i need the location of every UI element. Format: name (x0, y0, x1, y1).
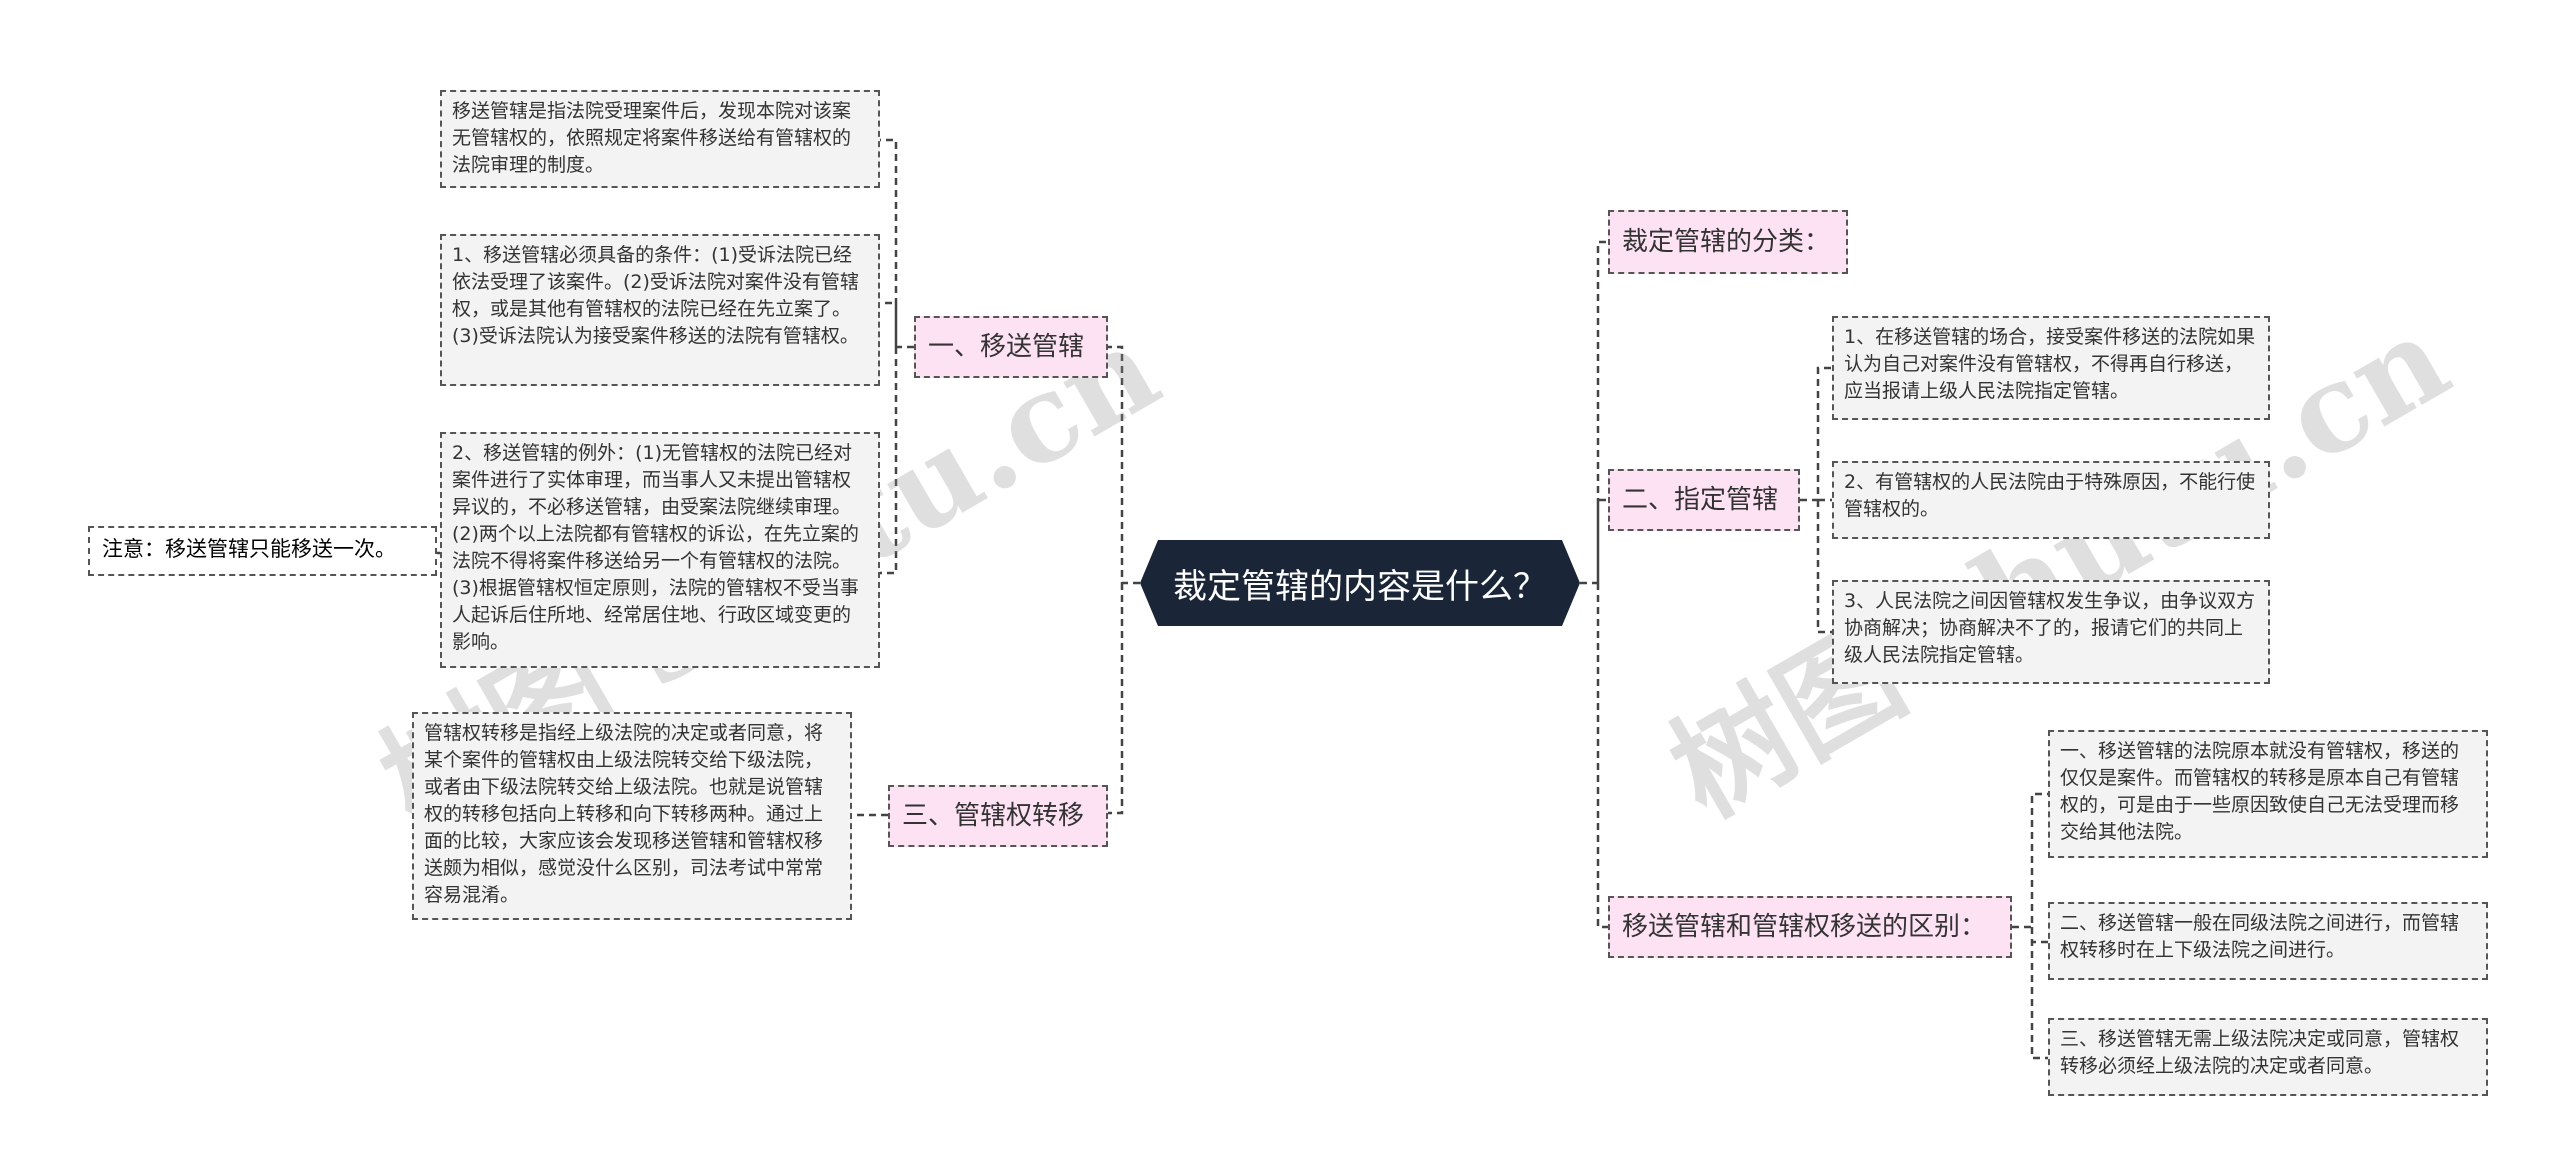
branch-label: 一、移送管辖 (928, 332, 1085, 362)
branch-classification[interactable]: 裁定管辖的分类： (1608, 210, 1848, 274)
leaf-text: 一、移送管辖的法院原本就没有管辖权，移送的仅仅是案件。而管辖权的转移是原本自己有… (2060, 740, 2460, 843)
leaf-transfer-conditions[interactable]: 1、移送管辖必须具备的条件：(1)受诉法院已经依法受理了该案件。(2)受诉法院对… (440, 234, 880, 386)
leaf-text: 移送管辖是指法院受理案件后，发现本院对该案无管辖权的，依照规定将案件移送给有管辖… (452, 100, 852, 176)
leaf-transfer-exceptions[interactable]: 2、移送管辖的例外：(1)无管辖权的法院已经对案件进行了实体审理，而当事人又未提… (440, 432, 880, 668)
connector-r3 (2012, 792, 2048, 1060)
branch-label: 移送管辖和管辖权移送的区别： (1622, 912, 1987, 942)
leaf-transfer-definition[interactable]: 移送管辖是指法院受理案件后，发现本院对该案无管辖权的，依照规定将案件移送给有管辖… (440, 90, 880, 188)
leaf-shift-definition[interactable]: 管辖权转移是指经上级法院的决定或者同意，将某个案件的管辖权由上级法院转交给下级法… (412, 712, 852, 920)
leaf-text: 2、移送管辖的例外：(1)无管辖权的法院已经对案件进行了实体审理，而当事人又未提… (452, 442, 859, 653)
central-topic-label: 裁定管辖的内容是什么？ (1173, 566, 1547, 607)
connector-b1 (880, 138, 914, 575)
branch-label: 二、指定管辖 (1622, 485, 1779, 515)
central-topic[interactable]: 裁定管辖的内容是什么？ (1140, 540, 1580, 626)
leaf-difference-3[interactable]: 三、移送管辖无需上级法院决定或同意，管辖权转移必须经上级法院的决定或者同意。 (2048, 1018, 2488, 1096)
branch-transfer-jurisdiction[interactable]: 一、移送管辖 (914, 316, 1108, 378)
leaf-text: 1、在移送管辖的场合，接受案件移送的法院如果认为自己对案件没有管辖权，不得再自行… (1844, 326, 2256, 402)
leaf-text: 3、人民法院之间因管辖权发生争议，由争议双方协商解决；协商解决不了的，报请它们的… (1844, 590, 2256, 666)
connector-r2 (1800, 366, 1832, 634)
connector-center-left (1108, 345, 1140, 815)
leaf-difference-2[interactable]: 二、移送管辖一般在同级法院之间进行，而管辖权转移时在上下级法院之间进行。 (2048, 902, 2488, 980)
note-text: 注意：移送管辖只能移送一次。 (102, 537, 396, 561)
leaf-designated-3[interactable]: 3、人民法院之间因管辖权发生争议，由争议双方协商解决；协商解决不了的，报请它们的… (1832, 580, 2270, 684)
note-transfer-once[interactable]: 注意：移送管辖只能移送一次。 (88, 526, 437, 576)
connector-center-right (1580, 240, 1608, 929)
branch-designated-jurisdiction[interactable]: 二、指定管辖 (1608, 469, 1800, 531)
leaf-text: 二、移送管辖一般在同级法院之间进行，而管辖权转移时在上下级法院之间进行。 (2060, 912, 2460, 961)
leaf-designated-2[interactable]: 2、有管辖权的人民法院由于特殊原因，不能行使管辖权的。 (1832, 461, 2270, 539)
branch-difference[interactable]: 移送管辖和管辖权移送的区别： (1608, 896, 2012, 958)
leaf-designated-1[interactable]: 1、在移送管辖的场合，接受案件移送的法院如果认为自己对案件没有管辖权，不得再自行… (1832, 316, 2270, 420)
leaf-text: 管辖权转移是指经上级法院的决定或者同意，将某个案件的管辖权由上级法院转交给下级法… (424, 722, 824, 906)
branch-jurisdiction-shift[interactable]: 三、管辖权转移 (888, 785, 1108, 847)
branch-label: 三、管辖权转移 (902, 801, 1085, 831)
leaf-text: 2、有管辖权的人民法院由于特殊原因，不能行使管辖权的。 (1844, 471, 2256, 520)
leaf-text: 1、移送管辖必须具备的条件：(1)受诉法院已经依法受理了该案件。(2)受诉法院对… (452, 244, 859, 347)
leaf-text: 三、移送管辖无需上级法院决定或同意，管辖权转移必须经上级法院的决定或者同意。 (2060, 1028, 2460, 1077)
leaf-difference-1[interactable]: 一、移送管辖的法院原本就没有管辖权，移送的仅仅是案件。而管辖权的转移是原本自己有… (2048, 730, 2488, 858)
branch-label: 裁定管辖的分类： (1622, 227, 1831, 257)
